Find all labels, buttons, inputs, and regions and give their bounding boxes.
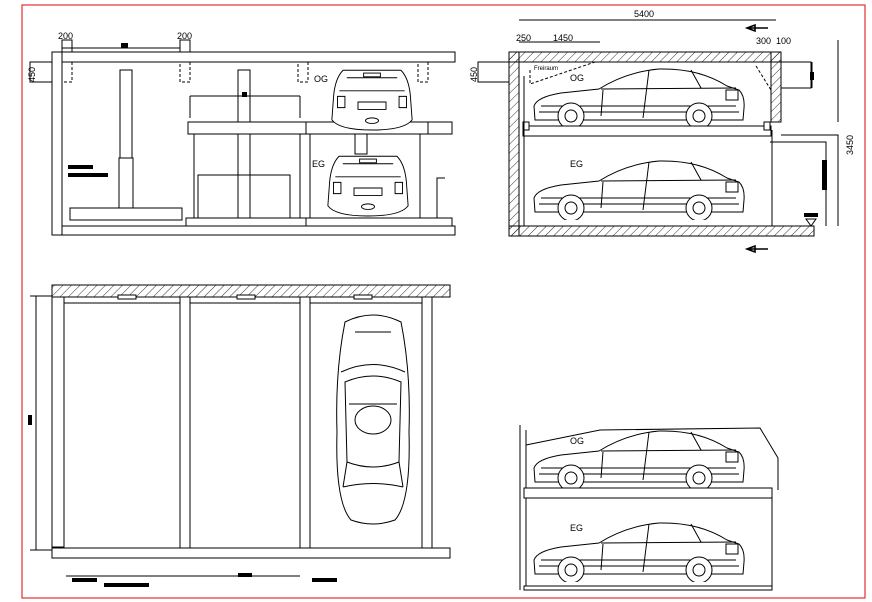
car-side-lower [533,160,745,220]
dim-left-label: 200 [58,31,73,41]
lift-column [119,69,133,159]
upper-platform [187,121,307,135]
dim-d-label: 100 [776,36,791,46]
dim-height-label: 450 [27,67,37,82]
level-eg-label: EG [570,523,583,533]
car-rear-lower [327,155,409,217]
wall-stub [29,61,53,83]
car-rear-upper [331,69,413,131]
upper-platform [522,125,772,137]
car-side-upper [533,430,745,490]
dim-level-label: 3450 [845,135,855,155]
level-og-label: OG [570,73,584,83]
car-top-view [336,314,410,525]
ceiling-slab [51,51,456,63]
dim-total-label: 5400 [634,9,654,19]
dim-right-label: 200 [177,31,192,41]
dimension-marker [121,43,128,48]
dim-c-label: 300 [756,36,771,46]
left-wall [51,51,63,236]
level-eg-label: EG [312,159,325,169]
dim-b-label: 1450 [553,33,573,43]
upper-platform [523,487,773,499]
level-eg-label: EG [570,159,583,169]
drawing-frame [21,4,866,599]
front-elevation-view: 200 200 450 OG EG [27,31,456,236]
level-og-label: OG [570,436,584,446]
lift-platform [69,207,183,221]
side-section-view: 5400 250 1450 300 100 450 3450 Freiraum … [469,9,855,254]
car-side-lower [533,522,745,582]
clearance-label: Freiraum [534,66,558,72]
side-section-2-view: OG EG [519,425,779,591]
car-side-upper [533,68,745,128]
plan-view [28,284,451,587]
level-og-label: OG [314,74,328,84]
dim-height-label: 450 [469,67,479,82]
floor-slab [51,225,456,236]
dim-a-label: 250 [516,33,531,43]
